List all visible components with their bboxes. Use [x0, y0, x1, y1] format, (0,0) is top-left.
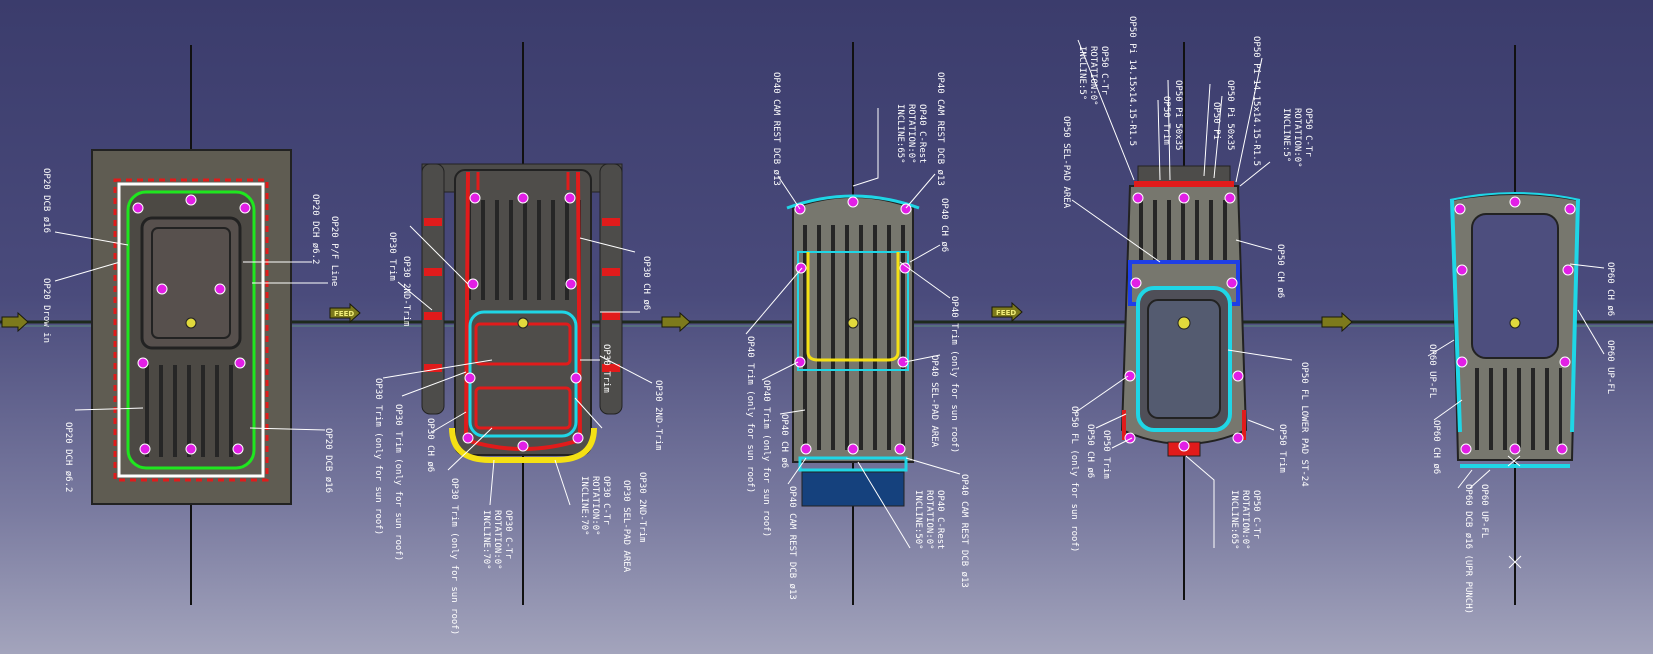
label-op30-ch-bottom: OP30 CH ø6	[425, 418, 435, 472]
label-op50-ctr2-l3: INCLINE:5°	[1281, 108, 1291, 162]
label-op20-dch-top: OP20 DCH ø6.2	[310, 194, 320, 264]
label-op30-trim-sunroof-1: OP30 Trim (only for sun roof)	[373, 378, 383, 535]
feed-arrow	[1, 311, 29, 333]
label-op40-cam-rest-top-right: OP40 CAM REST DCB ø13	[935, 72, 945, 186]
label-op50-ctr3-l1: OP50 C-Tr	[1251, 490, 1261, 539]
label-op30-ctr-l1: OP30 C-Tr	[503, 510, 513, 559]
station-op20[interactable]: OP20 DCB ø16 OP20 Drow in OP20 P/F Line …	[41, 45, 339, 605]
station-op40[interactable]: OP40 CAM REST DCB ø13 OP40 CAM REST DCB …	[745, 42, 969, 605]
label-op50-trim-left: OP50 Trim	[1101, 430, 1111, 479]
label-op40-trim-sunroof-l1: OP40 Trim (only for sun roof)	[745, 336, 755, 493]
label-op60-up-fl-left: OP60 UP-FL	[1427, 344, 1437, 398]
label-op50-sel-pad: OP50 SEL-PAD AREA	[1061, 116, 1071, 209]
label-op40-ch-top: OP40 CH ø6	[939, 198, 949, 252]
label-op50-pi-2: OP50 Pi 14.15x14.15-R1.5	[1251, 36, 1261, 166]
label-op40-cam-rest-top-left: OP40 CAM REST DCB ø13	[771, 72, 781, 186]
feed-arrow: FEED	[329, 302, 361, 324]
label-op30-ctr2-l2: ROTATION:0°	[590, 476, 600, 536]
label-op30-trim-top: OP30 Trim	[387, 232, 397, 281]
label-op60-ch-top: OP60 CH ø6	[1605, 262, 1615, 316]
label-op50-pi-1: OP50 Pi 14.15x14.15-R1.5	[1127, 16, 1137, 146]
label-op30-ch-top: OP30 CH ø6	[641, 256, 651, 310]
feed-arrow: FEED	[991, 301, 1023, 323]
label-op50-ctr-l1: OP50 C-Tr	[1099, 46, 1109, 95]
label-op50-trim-top: OP50 Trim	[1161, 96, 1171, 145]
label-op50-pi-50: OP50 Pi 50x35	[1173, 80, 1183, 150]
label-op30-ctr2-l3: INCLINE:70°	[579, 476, 589, 536]
label-op50-pi: OP50 Pi	[1211, 102, 1221, 140]
label-op50-ch-top: OP50 CH ø6	[1275, 244, 1285, 298]
label-op30-2nd-trim-right: OP30 2ND-Trim	[653, 380, 663, 450]
label-op50-fl-sunroof: OP50 FL (only for sun roof)	[1069, 406, 1079, 552]
label-op30-sel-pad: OP30 SEL-PAD AREA	[621, 480, 631, 573]
label-op60-up-fl-right: OP60 UP-FL	[1605, 340, 1615, 394]
label-op40-cam-rest-bottom-right: OP40 CAM REST DCB ø13	[959, 474, 969, 588]
label-op40-trim-sunroof-r: OP40 Trim (only for sun roof)	[949, 296, 959, 453]
label-op50-ctr3-l2: ROTATION:0°	[1240, 490, 1250, 550]
label-op20-dcb-16-bottom: OP20 DCB ø16	[323, 428, 333, 493]
station-op60[interactable]: OP60 CH ø6 OP60 UP-FL OP60 UP-FL OP60 CH…	[1427, 45, 1615, 614]
label-op20-dcb-16-top: OP20 DCB ø16	[41, 168, 51, 233]
label-op30-trim-mid: OP30 Trim	[601, 344, 611, 393]
feed-label: FEED	[334, 310, 354, 318]
label-op50-ctr2-l1: OP50 C-Tr	[1303, 108, 1313, 157]
label-op30-2nd-trim-top: OP30 2ND-Trim	[401, 256, 411, 326]
label-op40-crest-l3: INCLINE:65°	[895, 104, 905, 164]
label-op40-crest-l1: OP40 C-Rest	[917, 104, 927, 164]
label-op20-dch-bottom: OP20 DCH ø6.2	[63, 422, 73, 492]
label-op50-fl-lower-pad: OP50 FL LOWER PAD ST-24	[1299, 362, 1309, 487]
station-op30[interactable]: OP30 Trim OP30 2ND-Trim OP30 CH ø6 OP30 …	[373, 42, 663, 635]
label-op50-pi-50b: OP50 Pi 50x35	[1225, 80, 1235, 150]
label-op40-crest2-l2: ROTATION:0°	[924, 490, 934, 550]
label-op60-up-fl-bottom: OP60 UP-FL	[1479, 484, 1489, 538]
label-op40-trim-sunroof-l2: OP40 Trim (only for sun roof)	[761, 380, 771, 537]
label-op60-dcb-16: OP60 DCB ø16 (UPR PUNCH)	[1463, 484, 1473, 614]
label-op40-ch-bottom: OP40 CH ø6	[779, 414, 789, 468]
label-op30-ctr2-l1: OP30 C-Tr	[601, 476, 611, 525]
label-op20-drawin: OP20 Drow in	[41, 278, 51, 343]
label-op50-trim-bottom: OP50 Trim	[1277, 424, 1287, 473]
station-op50[interactable]: OP50 Pi 14.15x14.15-R1.5 OP50 C-Tr ROTAT…	[1061, 16, 1313, 600]
label-op40-crest2-l1: OP40 C-Rest	[935, 490, 945, 550]
label-op20-pf-line: OP20 P/F Line	[329, 216, 339, 286]
feed-arrow	[661, 311, 691, 333]
feed-label: FEED	[996, 309, 1016, 317]
label-op60-ch-left: OP60 CH ø6	[1431, 420, 1441, 474]
label-op40-cam-rest-bottom-left: OP40 CAM REST DCB ø13	[787, 486, 797, 600]
label-op40-crest-l2: ROTATION:0°	[906, 104, 916, 164]
label-op30-ctr-l2: ROTATION:0°	[492, 510, 502, 570]
label-op30-ctr-l3: INCLINE:70°	[481, 510, 491, 570]
label-op50-ch-bottom: OP50 CH ø6	[1085, 424, 1095, 478]
label-op50-ctr2-l2: ROTATION:0°	[1292, 108, 1302, 168]
label-op40-crest2-l3: INCLINE:50°	[913, 490, 923, 550]
label-op50-ctr-l2: ROTATION:0°	[1088, 46, 1098, 106]
label-op30-trim-sunroof-3: OP30 Trim (only for sun roof)	[449, 478, 459, 635]
label-op50-ctr3-l3: INCLINE:65°	[1229, 490, 1239, 550]
label-op30-2nd-trim-bottom: OP30 2ND-Trim	[637, 472, 647, 542]
label-op30-trim-sunroof-2: OP30 Trim (only for sun roof)	[393, 404, 403, 561]
feed-arrow	[1321, 311, 1353, 333]
label-op40-sel-pad: OP40 SEL-PAD AREA	[929, 355, 939, 448]
label-op50-ctr-l3: INCLINE:5°	[1077, 46, 1087, 100]
